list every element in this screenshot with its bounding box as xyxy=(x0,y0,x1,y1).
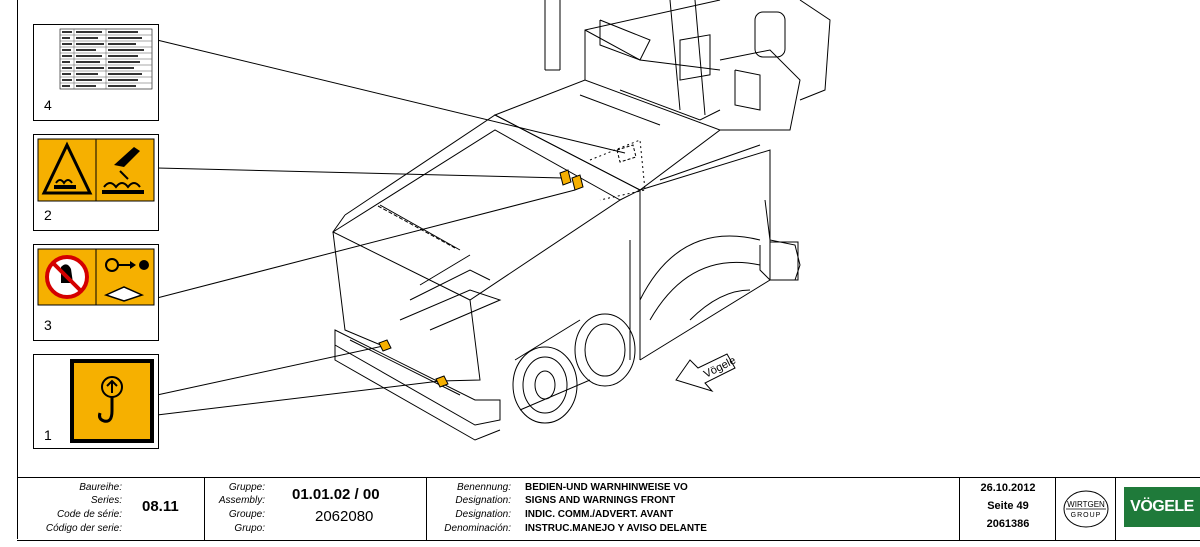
group-value: 01.01.02 / 00 xyxy=(292,486,380,503)
marker-label-2a xyxy=(559,169,572,186)
label-number-2: 2 xyxy=(44,207,52,223)
group-number: 2062080 xyxy=(315,508,374,525)
leader-line-2 xyxy=(156,167,564,179)
series-label-en: Series: xyxy=(90,495,122,506)
wirtgen-group-logo: WIRTGEN GROUP xyxy=(1063,490,1109,528)
engine-cover xyxy=(493,79,722,191)
designation-label-de: Benennung: xyxy=(457,482,511,493)
title-block: Baureihe: Series: Code de série: Código … xyxy=(17,477,1200,541)
parts-list-table-icon xyxy=(59,28,153,90)
designation-cell: Benennung: Designation: Designation: Den… xyxy=(426,478,960,540)
vogele-logo: VÖGELE xyxy=(1124,487,1200,527)
series-label-de: Baureihe: xyxy=(79,482,122,493)
label-number-3: 3 xyxy=(44,317,52,333)
label-number-4: 4 xyxy=(44,97,52,113)
wirtgen-logo-cell: WIRTGEN GROUP xyxy=(1055,478,1116,540)
designation-label-fr: Designation: xyxy=(455,509,511,520)
front-wheel-outer xyxy=(512,346,578,424)
vogele-arrow-stamp: Vögele xyxy=(675,353,738,392)
front-wheel-inner xyxy=(574,313,636,387)
paver-drawing: Vögele xyxy=(156,0,831,441)
vogele-logo-text: VÖGELE xyxy=(1130,498,1194,515)
designation-value-en: SIGNS AND WARNINGS FRONT xyxy=(525,495,676,506)
marker-label-1b xyxy=(435,375,449,388)
marker-label-1a xyxy=(378,339,392,352)
hot-surface-and-hand-crush-warning-icon xyxy=(37,138,155,202)
no-access-and-key-removal-instruction-icon xyxy=(37,248,155,306)
leader-line-1a xyxy=(156,345,384,396)
label-box-4: 4 xyxy=(33,24,159,121)
designation-label-en: Designation: xyxy=(455,495,511,506)
group-label-en: Assembly: xyxy=(218,495,265,506)
lifting-hook-point-icon xyxy=(70,359,154,443)
label-box-1: 1 xyxy=(33,354,159,449)
series-value: 08.11 xyxy=(142,498,179,515)
leader-line-1b xyxy=(156,380,441,416)
wirtgen-logo-word: WIRTGEN xyxy=(1067,500,1105,509)
designation-value-es: INSTRUC.MANEJO Y AVISO DELANTE xyxy=(525,523,707,534)
designation-label-es: Denominación: xyxy=(444,523,511,534)
series-label-es: Código der serie: xyxy=(45,523,122,534)
designation-value-de: BEDIEN-UND WARNHINWEISE VO xyxy=(525,482,688,493)
document-number: 2061386 xyxy=(986,518,1030,530)
wirtgen-logo-group: GROUP xyxy=(1071,512,1102,519)
marker-label-2b xyxy=(571,174,584,191)
leader-line-4 xyxy=(156,39,626,154)
document-date: 26.10.2012 xyxy=(980,482,1036,494)
label-number-1: 1 xyxy=(44,427,52,443)
page-number: Seite 49 xyxy=(987,500,1029,512)
leader-line-3 xyxy=(156,189,576,299)
label-box-3: 3 xyxy=(33,244,159,341)
date-page-cell: 26.10.2012 Seite 49 2061386 xyxy=(959,478,1056,540)
group-label-fr: Groupe: xyxy=(228,509,265,520)
group-label-es: Grupo: xyxy=(234,523,265,534)
label-4-placement xyxy=(616,144,637,163)
series-label-fr: Code de série: xyxy=(56,509,122,520)
group-label-de: Gruppe: xyxy=(228,482,265,493)
frame-left-border xyxy=(17,0,18,539)
vogele-logo-cell: VÖGELE xyxy=(1115,478,1200,540)
group-cell: Gruppe: Assembly: Groupe: Grupo: 01.01.0… xyxy=(204,478,427,540)
designation-value-fr: INDIC. COMM./ADVERT. AVANT xyxy=(525,509,674,520)
sticker-markers xyxy=(378,169,584,388)
label-box-2: 2 xyxy=(33,134,159,231)
series-cell: Baureihe: Series: Code de série: Código … xyxy=(17,478,204,540)
